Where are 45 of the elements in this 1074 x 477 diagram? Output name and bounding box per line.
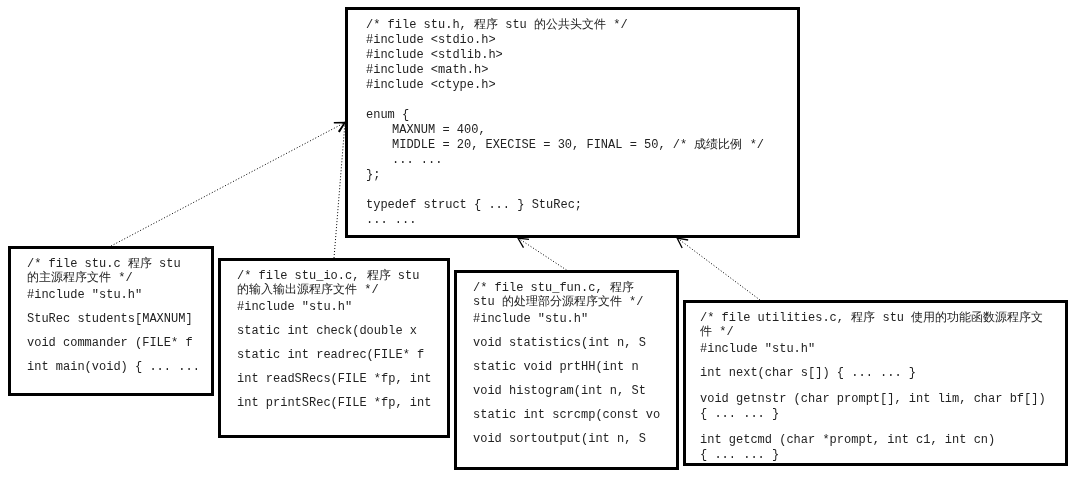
code-line: #include <stdlib.h>	[366, 48, 504, 62]
code-box	[8, 246, 214, 396]
code-line: /* file stu_io.c, 程序 stu 的输入输出源程序文件 */	[237, 269, 421, 297]
code-line: void histogram(int n, St	[473, 384, 647, 398]
code-line: /* file utilities.c, 程序 stu 使用的功能函数源程序文件 */	[700, 311, 1045, 339]
code-line: MAXNUM = 400,	[392, 123, 487, 137]
code-line: { ... ... }	[700, 407, 781, 421]
code-line: int printSRec(FILE *fp, int	[237, 396, 431, 410]
code-line: int next(char s[]) { ... ... }	[700, 366, 918, 380]
code-line: void commander (FILE* f	[27, 336, 194, 350]
code-line: typedef struct { ... } StuRec;	[366, 198, 584, 212]
code-line: void getnstr (char prompt[], int lim, char bf[])	[700, 392, 1047, 406]
code-box	[218, 258, 450, 438]
dotted-arrow	[110, 121, 346, 247]
code-line: static void prtHH(int n	[473, 360, 640, 374]
code-line: #include <ctype.h>	[366, 78, 497, 92]
code-line: #include "stu.h"	[237, 300, 354, 314]
code-box	[345, 7, 800, 238]
code-line: static int readrec(FILE* f	[237, 348, 426, 362]
code-box	[454, 270, 679, 470]
code-line: ... ...	[366, 213, 418, 227]
code-line: ... ...	[392, 153, 444, 167]
code-line: void sortoutput(int n, S	[473, 432, 647, 446]
dotted-arrow	[676, 237, 761, 301]
code-line: /* file stu_fun.c, 程序 stu 的处理部分源程序文件 */	[473, 281, 645, 309]
code-line: void statistics(int n, S	[473, 336, 647, 350]
code-box	[683, 300, 1068, 466]
code-line: /* file stu.c 程序 stu 的主源程序文件 */	[27, 257, 182, 285]
code-line: /* file stu.h, 程序 stu 的公共头文件 */	[366, 18, 629, 32]
code-line: static int check(double x	[237, 324, 419, 338]
code-line: { ... ... }	[700, 448, 781, 462]
code-line: };	[366, 168, 382, 182]
code-line: int readSRecs(FILE *fp, int	[237, 372, 431, 386]
code-line: int main(void) { ... ...	[27, 360, 195, 374]
dotted-arrow	[517, 237, 567, 271]
code-line: int getcmd (char *prompt, int c1, int cn)	[700, 433, 997, 447]
code-line: #include <stdio.h>	[366, 33, 497, 47]
code-line: MIDDLE = 20, EXECISE = 30, FINAL = 50, /* 成绩比例 */	[392, 138, 766, 152]
code-line: #include "stu.h"	[27, 288, 144, 302]
code-line: static int scrcmp(const vo	[473, 408, 660, 422]
code-line: #include "stu.h"	[473, 312, 590, 326]
code-line: StuRec students[MAXNUM]	[27, 312, 194, 326]
code-line: #include <math.h>	[366, 63, 490, 77]
code-line: #include "stu.h"	[700, 342, 817, 356]
code-line: enum {	[366, 108, 411, 122]
